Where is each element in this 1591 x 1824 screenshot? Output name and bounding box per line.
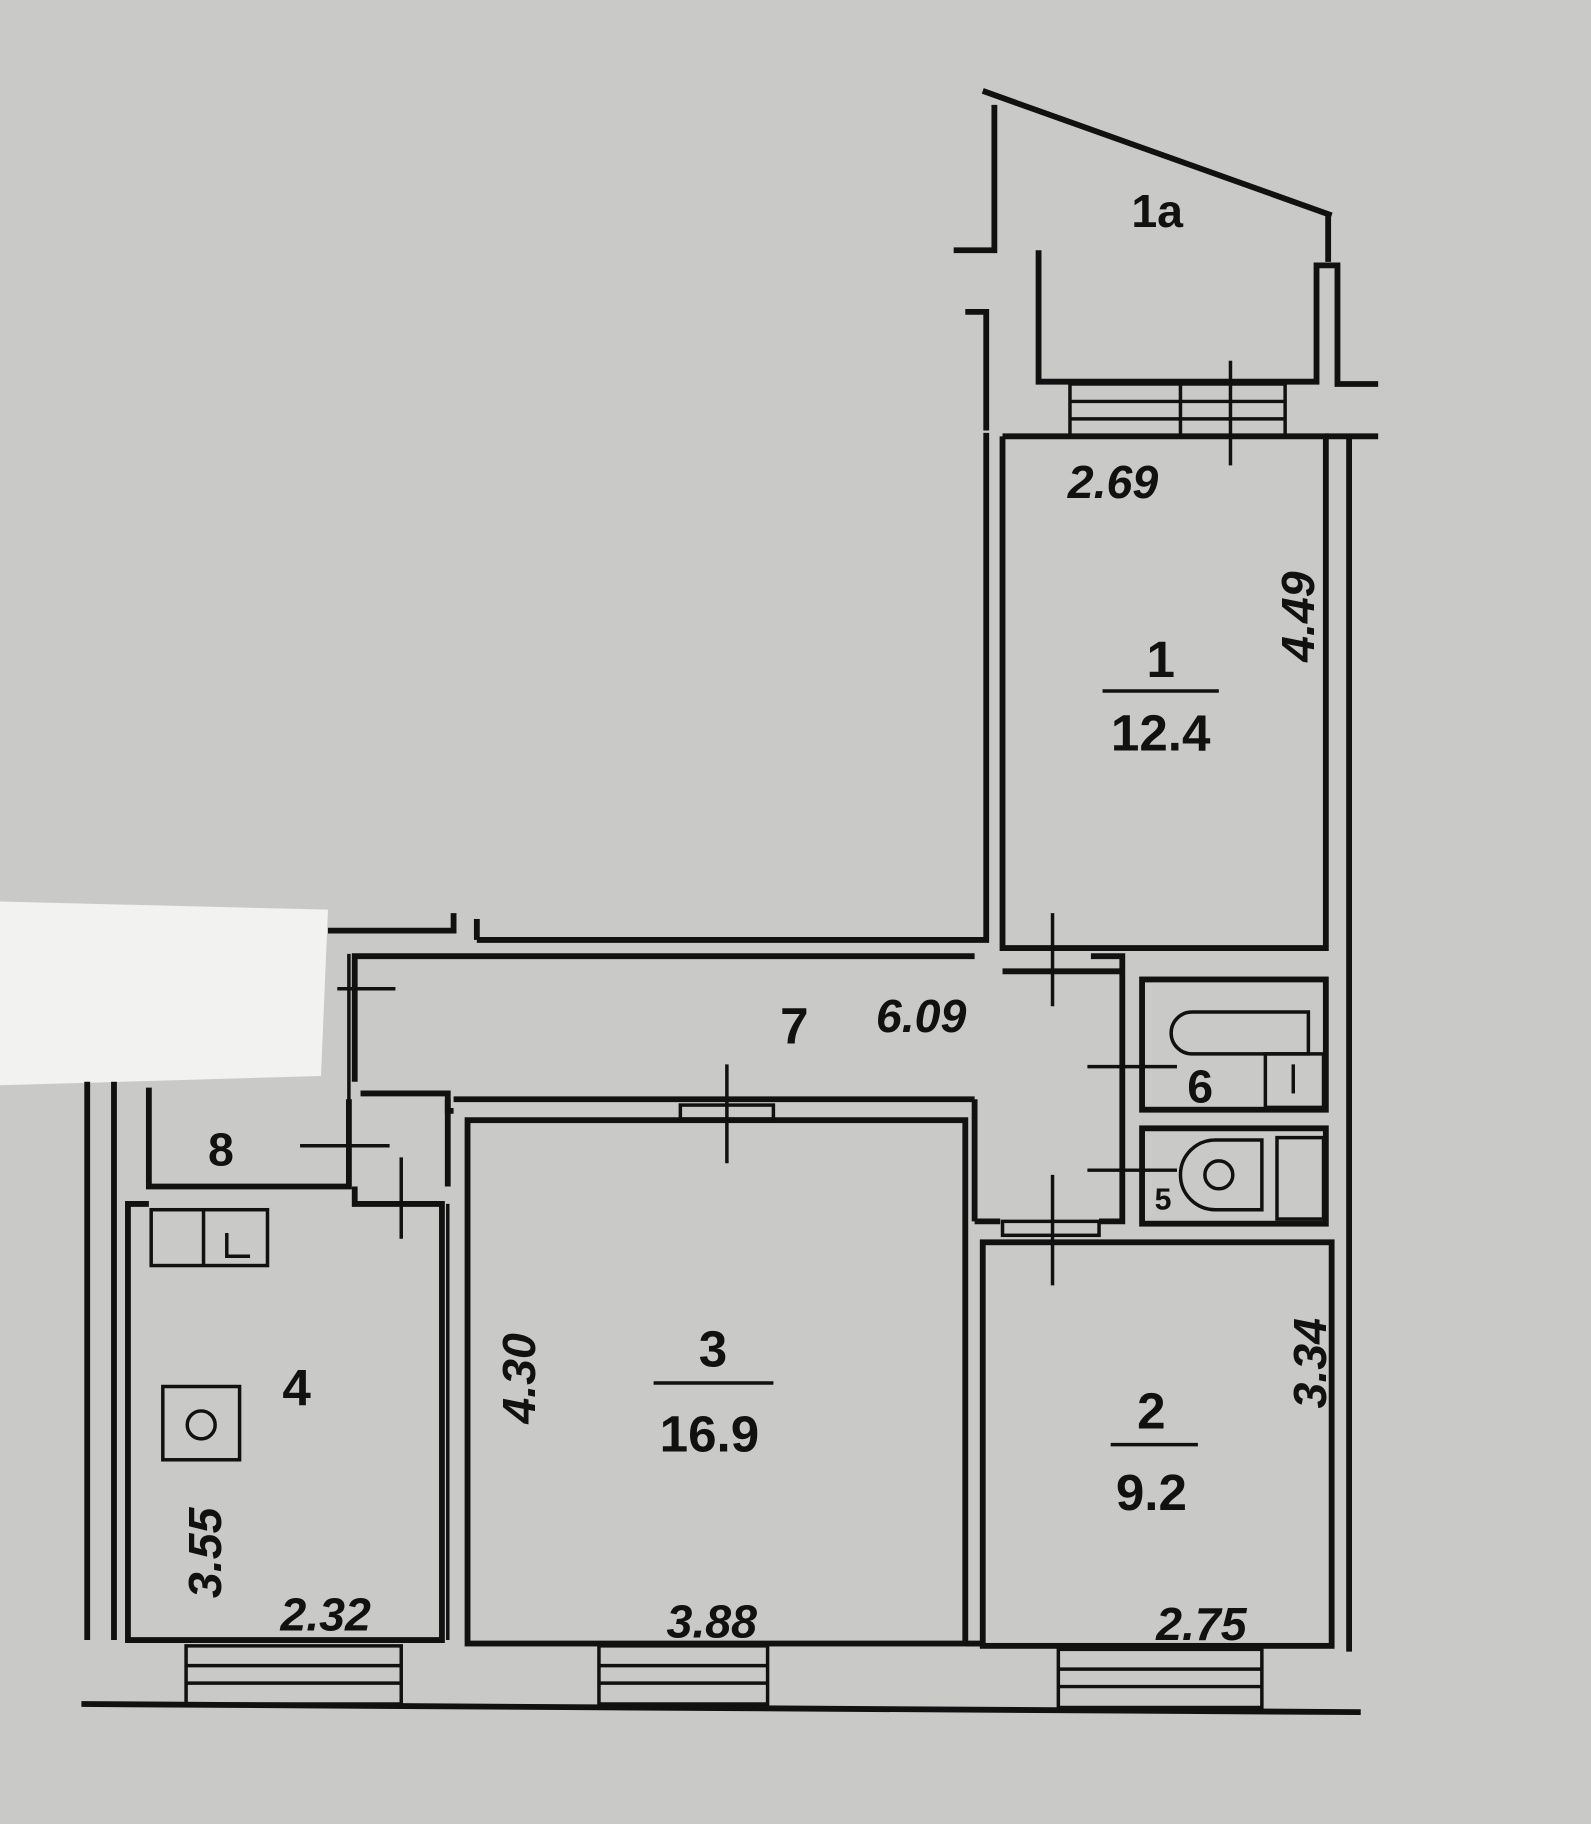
- balcony-1a: [953, 88, 1379, 466]
- stove-icon: [161, 1384, 242, 1462]
- room-1a-number: 1a: [1131, 185, 1184, 237]
- room-6-number: 6: [1187, 1061, 1213, 1113]
- room-7-number: 7: [780, 997, 808, 1054]
- room-2: [979, 1219, 1335, 1649]
- room-2-area: 9.2: [1116, 1464, 1187, 1521]
- sink-icon: [1263, 1052, 1326, 1110]
- room-3-length: 4.30: [493, 1333, 545, 1425]
- room-1-area: 12.4: [1111, 704, 1211, 761]
- room-1: [476, 432, 1379, 1652]
- window: [1056, 1647, 1264, 1710]
- room-2-length: 3.34: [1284, 1318, 1336, 1409]
- room-7-length: 6.09: [876, 990, 967, 1042]
- corridor-7: [327, 913, 1126, 1286]
- toilet-icon: [1178, 1138, 1264, 1212]
- bathtub-icon: [1169, 1010, 1311, 1056]
- room-3-area: 16.9: [660, 1406, 760, 1463]
- wc-5: [1087, 1125, 1329, 1227]
- window: [184, 1644, 403, 1706]
- room-4-length: 3.55: [179, 1506, 231, 1598]
- room-3-width: 3.88: [666, 1596, 757, 1648]
- room-5-number: 5: [1155, 1184, 1172, 1217]
- room-4: [111, 1081, 445, 1643]
- paper-patch: [0, 901, 328, 1086]
- room-8-number: 8: [208, 1124, 234, 1176]
- room-4-width: 2.32: [279, 1589, 371, 1641]
- room-2-width: 2.75: [1155, 1598, 1248, 1650]
- room-2-number: 2: [1137, 1382, 1165, 1439]
- bathroom-6: [1087, 976, 1329, 1113]
- room-3-number: 3: [699, 1321, 727, 1378]
- room-1-length: 4.49: [1272, 571, 1324, 663]
- room-4-number: 4: [282, 1359, 311, 1416]
- room-1-width: 2.69: [1067, 456, 1159, 508]
- window: [597, 1644, 770, 1706]
- room-3: [446, 1103, 969, 1647]
- room-1-number: 1: [1146, 631, 1174, 688]
